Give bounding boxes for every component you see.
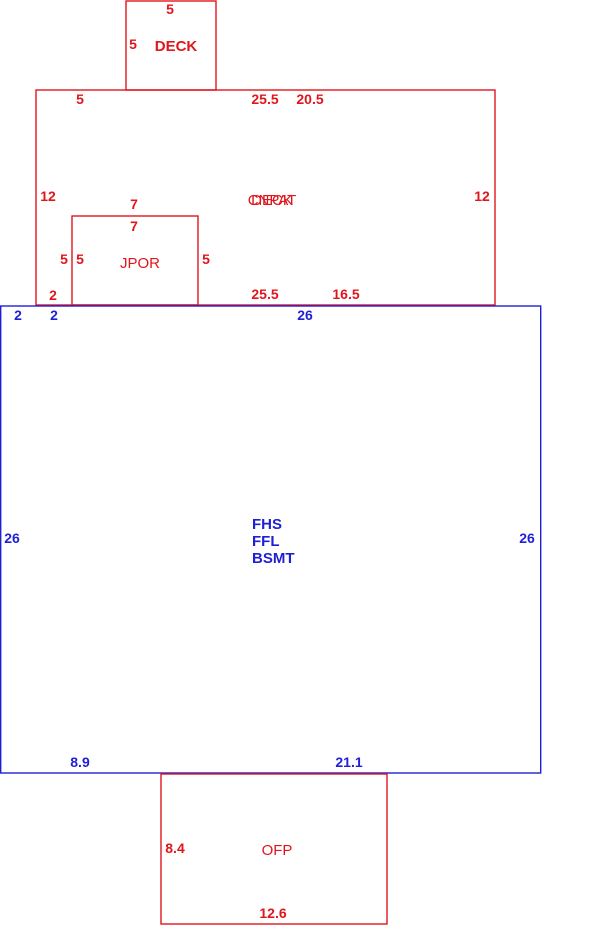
deck-left-dimension: 5 (129, 36, 137, 52)
house-bottom-right-dimension: 21.1 (335, 754, 362, 770)
upper-bottom-left-dimension: 2 (49, 287, 57, 303)
ofp-bottom-dimension: 12.6 (259, 905, 286, 921)
house-left-dimension: 26 (4, 530, 20, 546)
deck-label: DECK (155, 38, 198, 55)
house-bottom-left-dimension: 8.9 (70, 754, 90, 770)
house-label-ffl: FFL (252, 533, 280, 550)
ofp-label: OFP (262, 842, 293, 859)
house-right-dimension: 26 (519, 530, 535, 546)
upper-area (35, 89, 496, 306)
upper-top-left-dimension: 5 (76, 91, 84, 107)
house-label-bsmt: BSMT (252, 550, 295, 567)
house-top-left-dimension: 2 (14, 307, 22, 323)
house-label-fhs: FHS (252, 516, 282, 533)
ofp-area (160, 773, 388, 925)
upper-label-deck: DECK (251, 192, 293, 209)
jpor-left-outer-dimension: 5 (60, 251, 68, 267)
upper-bottom-mid-dimension: 25.5 (251, 286, 278, 302)
ofp-left-dimension: 8.4 (165, 840, 185, 856)
jpor-top-inner-dimension: 7 (130, 218, 138, 234)
upper-left-dimension: 12 (40, 188, 56, 204)
upper-bottom-right-dimension: 16.5 (332, 286, 359, 302)
house-top-dimension: 26 (297, 307, 313, 323)
upper-top-right-dimension: 20.5 (296, 91, 323, 107)
jpor-right-dimension: 5 (202, 251, 210, 267)
upper-right-dimension: 12 (474, 188, 490, 204)
jpor-left-inner-dimension: 5 (76, 251, 84, 267)
deck-top-dimension: 5 (166, 1, 174, 17)
jpor-area (71, 215, 199, 306)
house-area (0, 305, 542, 774)
upper-top-mid-dimension: 25.5 (251, 91, 278, 107)
jpor-top-outer-dimension: 7 (130, 196, 138, 212)
jpor-label: JPOR (120, 255, 160, 272)
upper-label-cnpat: CNPAT (248, 192, 297, 209)
house-top-left-inner-dimension: 2 (50, 307, 58, 323)
